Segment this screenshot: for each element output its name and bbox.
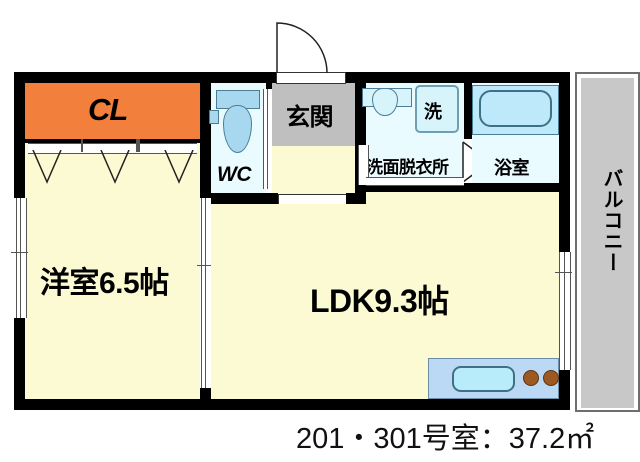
genkan-tile-floor [272,83,355,146]
exterior-wall-right-lower [559,370,570,410]
closet-door-joint-1 [81,139,83,152]
balcony-outline-right [638,72,640,412]
wc-wall-right-top [266,83,272,89]
closet-door-track [25,139,200,143]
exterior-wall-top-mid [344,72,570,83]
stove-burner-right-icon [543,370,559,386]
ldk-balcony-window-mark [555,272,572,273]
washroom-wall-bottom [366,183,464,192]
toilet-lever-icon [209,110,219,124]
balcony-floor [581,78,634,408]
bedroom-window-sash[interactable] [16,198,27,318]
balcony-outline-top [575,72,640,74]
bath-wall-bottom [464,183,559,192]
kitchen-sink-icon [452,366,515,392]
hall-wall-bottom-right [346,193,366,204]
toilet-bowl-icon [223,105,252,153]
wc-label: WC [217,163,252,186]
exterior-wall-left-lower [14,318,25,410]
front-door-leaf[interactable] [276,72,346,84]
washing-machine-pan [415,85,459,133]
balcony-label: バルコニー [600,168,622,273]
bedroom-window-mullion [20,198,21,318]
closet-fill [25,83,200,139]
wc-wall-bottom [211,193,272,204]
washer-label: 洗 [424,102,442,122]
balcony-outline-left [575,72,577,412]
wc-door-mullion [267,89,268,189]
exterior-wall-bottom [14,399,570,410]
bedroom-sliding-door-mark [197,265,214,266]
bedroom-window-mark [11,252,28,253]
exterior-wall-top-left [14,72,214,83]
ldk-balcony-window[interactable] [559,252,571,370]
balcony-outline-bottom [575,410,640,412]
ldk-balcony-window-mullion [564,252,565,370]
plan-caption: 201・301号室：37.2㎡ [296,423,595,455]
washroom-label: 洗面脱衣所 [366,158,449,177]
bedroom-sliding-door-mullion [205,198,206,388]
bedroom-label: 洋室6.5帖 [40,267,169,300]
closet-label: CL [88,92,128,127]
closet-door-joint-2 [136,139,140,152]
partition-bedroom-ldk-lower [200,388,211,399]
ldk-floor-upper-right [366,192,559,212]
closet-fold-marks [32,150,194,184]
exterior-wall-right-upper [559,72,570,252]
vanity-basin-icon [372,88,398,116]
hall-wall-bottom-left [272,193,278,204]
ldk-label: LDK9.3帖 [310,283,449,319]
washroom-door[interactable] [358,145,369,185]
exterior-wall-top-entry [214,72,276,83]
genkan-label: 玄関 [286,104,334,131]
exterior-wall-left-upper [14,72,25,198]
bathtub-icon [479,90,552,127]
washroom-threshold [366,177,464,186]
genkan-wall-right [355,83,366,198]
closet-door-panel[interactable] [28,143,197,154]
stove-burner-left-icon [523,370,539,386]
partition-washroom-bath [464,83,472,139]
partition-bedroom-ldk-upper [200,83,211,198]
bath-label: 浴室 [494,158,530,178]
front-door-swing-arc [276,22,328,74]
